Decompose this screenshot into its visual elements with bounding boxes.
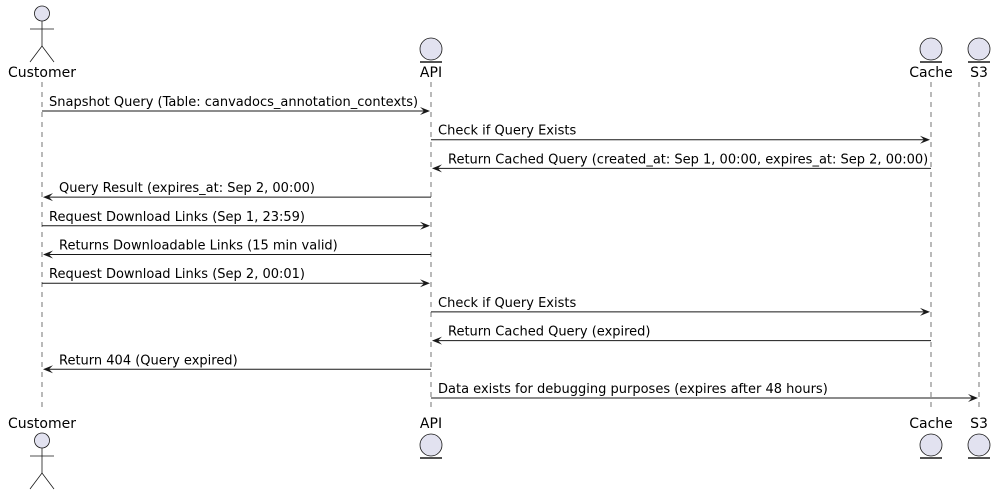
message-label: Request Download Links (Sep 1, 23:59) [49,210,305,225]
arrowhead-icon [43,250,53,259]
entity-circle-icon [967,37,991,63]
participant-label: API [420,65,442,81]
arrowhead-icon [968,394,978,402]
participant-top-customer: Customer [8,5,76,81]
participant-label: Customer [8,416,76,432]
actor-head [34,5,50,22]
entity-circle [967,37,991,61]
message-5: Request Download Links (Sep 1, 23:59) [42,210,430,230]
message-4: Query Result (expires_at: Sep 2, 00:00) [43,181,431,202]
message-7: Request Download Links (Sep 2, 00:01) [42,267,430,288]
participant-label: Cache [909,416,953,432]
message-3: Return Cached Query (created_at: Sep 1, … [432,152,931,173]
arrowhead-icon [420,107,430,115]
message-1: Snapshot Query (Table: canvadocs_annotat… [42,95,430,115]
message-11: Data exists for debugging purposes (expi… [431,382,978,402]
participant-bottom-api: API [419,416,443,459]
message-2: Check if Query Exists [431,124,930,144]
arrowhead-icon [43,365,53,374]
arrowhead-icon [420,221,430,230]
message-label: Snapshot Query (Table: canvadocs_annotat… [49,95,418,110]
entity-circle [419,433,443,457]
participant-bottom-customer: Customer [8,416,76,490]
participant-bottom-cache: Cache [909,416,953,459]
participant-top-s3: S3 [967,37,991,81]
participant-top-cache: Cache [909,37,953,81]
arrowhead-icon [920,307,930,316]
actor-head [34,432,50,449]
message-label: Returns Downloadable Links (15 min valid… [59,239,338,254]
actor-legs [29,45,55,63]
message-9: Return Cached Query (expired) [432,325,931,345]
arrowhead-icon [43,193,53,202]
participant-label: S3 [970,416,988,432]
participant-label: S3 [970,65,988,81]
message-6: Returns Downloadable Links (15 min valid… [43,239,431,259]
entity-circle-icon [919,37,943,63]
message-label: Check if Query Exists [438,124,576,139]
entity-circle-icon [419,433,443,459]
entity-circle [919,433,943,457]
participant-label: Customer [8,65,76,81]
entity-circle [919,37,943,61]
participant-bottom-s3: S3 [967,416,991,459]
arrowhead-icon [432,164,442,173]
entity-circle-icon [967,433,991,459]
message-label: Check if Query Exists [438,296,576,311]
entity-circle-icon [419,37,443,63]
entity-circle [967,433,991,457]
message-label: Data exists for debugging purposes (expi… [438,382,828,397]
entity-circle [419,37,443,61]
message-8: Check if Query Exists [431,296,930,316]
stick-figure-icon [29,5,55,63]
participant-label: API [420,416,442,432]
message-label: Return Cached Query (created_at: Sep 1, … [448,152,928,167]
message-label: Request Download Links (Sep 2, 00:01) [49,267,305,282]
arrowhead-icon [432,336,442,345]
message-label: Query Result (expires_at: Sep 2, 00:00) [59,181,315,196]
arrowhead-icon [420,279,430,288]
message-label: Return 404 (Query expired) [59,353,238,368]
participant-top-api: API [419,37,443,81]
stick-figure-icon [29,432,55,490]
entity-circle-icon [919,433,943,459]
arrowhead-icon [920,135,930,144]
message-10: Return 404 (Query expired) [43,353,431,374]
message-label: Return Cached Query (expired) [448,325,651,340]
participant-label: Cache [909,65,953,81]
actor-legs [29,472,55,490]
